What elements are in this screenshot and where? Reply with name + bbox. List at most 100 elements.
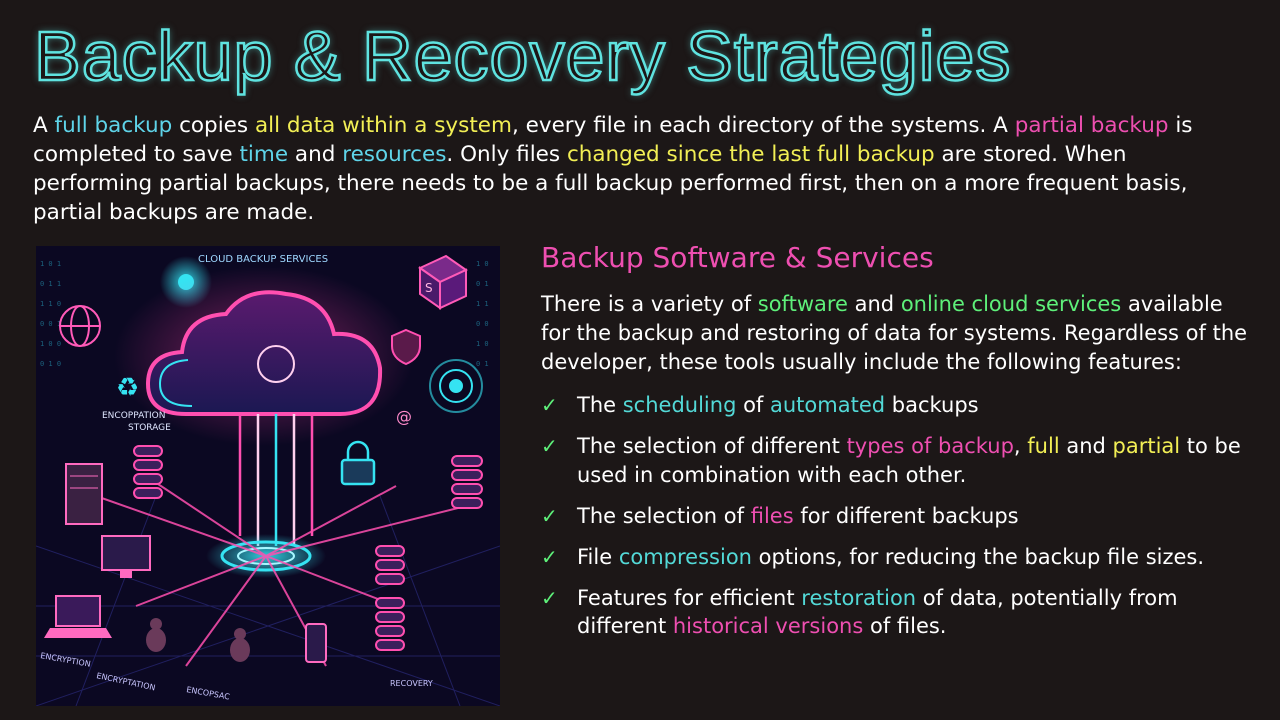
laptop-icon bbox=[44, 595, 112, 638]
check-icon: ✓ bbox=[541, 544, 558, 569]
bottom-label-3: ENCOPSAC bbox=[186, 685, 231, 702]
svg-text:1 1 0: 1 1 0 bbox=[40, 300, 61, 308]
padlock-icon bbox=[340, 440, 376, 486]
svg-text:1 0 1: 1 0 1 bbox=[40, 260, 61, 268]
text-run: available for the backup and restoring o… bbox=[541, 292, 1248, 374]
text-run: to be used in combination with each othe… bbox=[577, 434, 1241, 487]
person-figure bbox=[146, 618, 250, 662]
shield-icon bbox=[391, 328, 421, 366]
text-run: are stored. When performing partial back… bbox=[33, 142, 1188, 225]
text-run: File bbox=[577, 544, 619, 569]
highlighted-term: full bbox=[1027, 434, 1060, 458]
server-stack-right bbox=[451, 455, 483, 509]
highlighted-term: scheduling bbox=[622, 393, 737, 417]
cube-letter: S bbox=[425, 281, 433, 295]
text-run: The selection of bbox=[577, 503, 751, 528]
highlighted-term: resources bbox=[342, 142, 447, 167]
check-icon: ✓ bbox=[541, 393, 558, 417]
svg-text:1 1: 1 1 bbox=[476, 300, 489, 308]
feature-text: The selection of files for different bac… bbox=[577, 504, 1019, 528]
svg-text:1 0: 1 0 bbox=[476, 260, 489, 268]
text-run: and bbox=[1059, 434, 1113, 458]
text-run: backups bbox=[885, 393, 979, 417]
radar-icon bbox=[429, 359, 483, 413]
phone-icon bbox=[305, 623, 327, 663]
highlighted-term: all data within a system bbox=[254, 113, 512, 138]
text-run: is completed to save bbox=[33, 113, 1193, 167]
text-run: , every file in each directory of the sy… bbox=[511, 113, 1015, 138]
feature-item: ✓ The scheduling of automated backups bbox=[541, 391, 1253, 420]
highlighted-term: changed since the last full backup bbox=[566, 142, 935, 167]
feature-item: ✓ The selection of different types of bac… bbox=[541, 432, 1253, 489]
svg-text:0 1 0: 0 1 0 bbox=[40, 360, 61, 368]
text-run: and bbox=[847, 292, 901, 316]
text-run: options, for reducing the backup file si… bbox=[751, 544, 1205, 569]
feature-list: ✓ The scheduling of automated backups ✓ Th… bbox=[541, 391, 1253, 641]
text-run: There is a variety of bbox=[541, 292, 758, 316]
server-stack-mid bbox=[375, 545, 405, 585]
check-icon: ✓ bbox=[541, 585, 558, 610]
slide-title: Backup & Recovery Strategies bbox=[33, 16, 1012, 97]
software-services-section: Backup Software & Services There is a va… bbox=[541, 240, 1253, 653]
text-run: for different backups bbox=[793, 503, 1019, 528]
globe-icon bbox=[59, 305, 101, 347]
svg-text:1 0 0: 1 0 0 bbox=[40, 340, 61, 348]
feature-item: ✓ Features for efficient restoration of d… bbox=[541, 584, 1253, 641]
highlighted-term: automated bbox=[770, 393, 886, 417]
highlighted-term: types of backup bbox=[846, 434, 1014, 458]
svg-text:1 0: 1 0 bbox=[476, 340, 489, 348]
text-run: and bbox=[288, 142, 343, 167]
recovery-label: RECOVERY bbox=[390, 679, 433, 688]
feature-item: ✓ File compression options, for reducing … bbox=[541, 543, 1253, 572]
check-icon: ✓ bbox=[541, 434, 558, 458]
text-run: copies bbox=[172, 113, 255, 138]
server-tower bbox=[65, 463, 103, 525]
cloud-backup-label: CLOUD BACKUP SERVICES bbox=[198, 254, 328, 265]
highlighted-term: full backup bbox=[54, 113, 173, 138]
highlighted-term: time bbox=[239, 142, 289, 167]
feature-text: Features for efficient restoration of da… bbox=[577, 586, 1178, 639]
cloud-backup-illustration: 1 0 1 0 1 1 1 1 0 0 0 1 1 0 0 0 1 0 1 0 0 1 1 … bbox=[36, 246, 500, 706]
feature-text: File compression options, for reducing t… bbox=[577, 545, 1204, 569]
feature-item: ✓ The selection of files for different ba… bbox=[541, 502, 1253, 531]
text-run: of bbox=[736, 393, 770, 417]
highlighted-term: software bbox=[757, 292, 848, 316]
matrix-rain: 1 0 1 0 1 1 1 1 0 0 0 1 1 0 0 0 1 0 1 0 0 1 1 … bbox=[40, 260, 489, 368]
intro-paragraph: A full backup copies all data within a s… bbox=[33, 111, 1248, 227]
svg-text:0 0 1: 0 0 1 bbox=[40, 320, 61, 328]
feature-text: The selection of different types of back… bbox=[577, 434, 1241, 487]
section-heading: Backup Software & Services bbox=[541, 241, 934, 274]
storage-label: STORAGE bbox=[128, 423, 171, 433]
data-beams bbox=[238, 414, 314, 546]
svg-text:0 1 1: 0 1 1 bbox=[40, 280, 61, 288]
highlighted-term: partial bbox=[1112, 434, 1181, 458]
monitor-icon bbox=[101, 535, 151, 578]
feature-text: The scheduling of automated backups bbox=[577, 393, 979, 417]
highlighted-term: online cloud services bbox=[900, 292, 1122, 316]
cube-icon: S bbox=[418, 254, 468, 310]
text-run: of data, potentially from different bbox=[577, 585, 1178, 639]
text-run: Features for efficient bbox=[577, 585, 802, 610]
floor-grid bbox=[36, 495, 500, 706]
recycle-icon: ♻ bbox=[116, 373, 139, 403]
text-run: The bbox=[577, 393, 623, 417]
highlighted-term: historical versions bbox=[672, 614, 864, 638]
text-run: . Only files bbox=[446, 142, 567, 167]
highlighted-term: files bbox=[750, 503, 794, 528]
text-run: of files. bbox=[863, 614, 947, 638]
server-stack-left bbox=[133, 445, 163, 499]
section-lead: There is a variety of software and onlin… bbox=[541, 290, 1253, 377]
highlighted-term: partial backup bbox=[1014, 113, 1169, 138]
text-run: , bbox=[1013, 434, 1028, 458]
svg-text:0 0: 0 0 bbox=[476, 320, 489, 328]
highlighted-term: restoration bbox=[801, 585, 917, 610]
text-run: The selection of different bbox=[577, 434, 847, 458]
encryption-label: ENCOPPATION bbox=[102, 411, 166, 421]
cloud-icon bbox=[114, 266, 414, 446]
check-icon: ✓ bbox=[541, 503, 558, 528]
highlighted-term: compression bbox=[618, 544, 752, 569]
svg-text:0 1: 0 1 bbox=[476, 280, 489, 288]
svg-text:0 1: 0 1 bbox=[476, 360, 489, 368]
bottom-label-2: ENCRYPTATION bbox=[96, 671, 157, 692]
illustration-svg: 1 0 1 0 1 1 1 1 0 0 0 1 1 0 0 0 1 0 1 0 0 1 1 … bbox=[36, 254, 500, 706]
